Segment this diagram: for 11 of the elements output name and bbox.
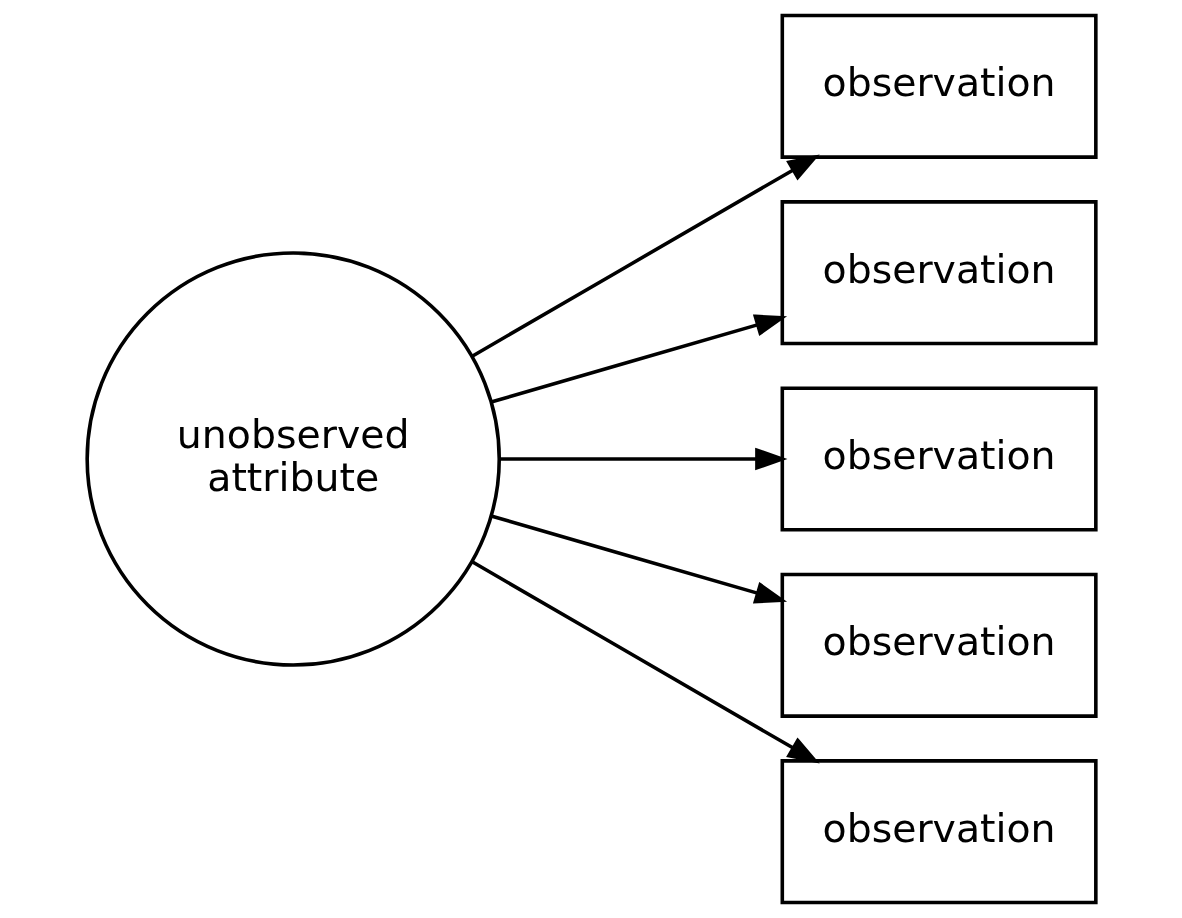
node-circle: unobserved attribute <box>84 251 501 667</box>
node-box: observation <box>780 759 1098 905</box>
node-box: observation <box>780 13 1098 159</box>
arrow <box>491 514 787 604</box>
arrow <box>491 314 787 404</box>
arrow <box>499 447 787 471</box>
node-box: observation <box>780 200 1098 346</box>
arrow <box>470 154 820 358</box>
node-box: observation <box>780 572 1098 718</box>
node-box: observation <box>780 386 1098 532</box>
arrow <box>470 560 820 764</box>
